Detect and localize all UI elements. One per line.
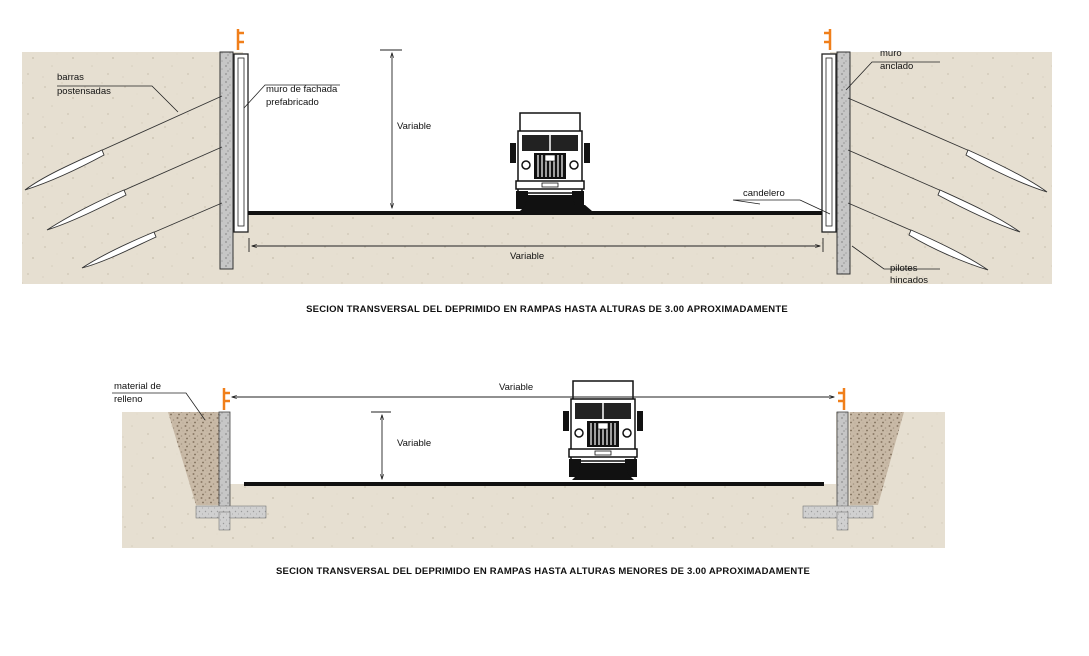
label-muro-fachada: muro de fachada xyxy=(266,84,338,95)
right-railing-bottom xyxy=(838,388,846,410)
left-railing-bottom xyxy=(222,388,230,410)
label-variable-height-bottom: Variable xyxy=(397,438,431,449)
label-muro: muro xyxy=(880,48,902,59)
label-material-de: material de xyxy=(114,381,161,392)
right-railing xyxy=(824,29,832,50)
left-anchored-wall xyxy=(219,51,234,270)
left-wall-bottom xyxy=(218,411,231,513)
leader-material xyxy=(112,392,206,421)
label-postensadas: postensadas xyxy=(57,86,111,97)
leader-lines-top xyxy=(57,61,940,270)
right-fill-material xyxy=(850,412,904,505)
right-anchor-bars xyxy=(847,97,1048,271)
section-top: Variable Variable barras postensadas mur… xyxy=(22,29,1052,315)
dimension-height-top xyxy=(380,49,402,208)
section-bottom: Variable Variable material de relleno SE… xyxy=(112,380,945,577)
road-slab-bottom xyxy=(244,482,824,486)
label-barras: barras xyxy=(57,72,84,83)
left-fill-material xyxy=(168,412,220,505)
caption-bottom: SECION TRANSVERSAL DEL DEPRIMIDO EN RAMP… xyxy=(276,566,810,577)
road-slab xyxy=(248,211,822,215)
label-pilotes: pilotes xyxy=(890,263,918,274)
dimension-height-bottom xyxy=(371,411,391,479)
label-hincados: hincados xyxy=(890,275,928,286)
excavation-void-bottom xyxy=(230,408,836,484)
label-relleno: relleno xyxy=(114,394,143,405)
left-railing xyxy=(236,29,244,50)
caption-top: SECION TRANSVERSAL DEL DEPRIMIDO EN RAMP… xyxy=(306,304,788,315)
right-anchored-wall xyxy=(836,51,851,275)
right-wall-bottom xyxy=(836,411,849,513)
label-variable-width-top: Variable xyxy=(510,251,544,262)
label-candelero: candelero xyxy=(743,188,785,199)
left-anchor-bars xyxy=(24,95,223,269)
label-variable-height-top: Variable xyxy=(397,121,431,132)
dimension-width-top xyxy=(248,238,824,252)
label-prefabricado: prefabricado xyxy=(266,97,319,108)
label-anclado: anclado xyxy=(880,61,913,72)
label-variable-width-bottom: Variable xyxy=(499,382,533,393)
left-footing xyxy=(195,505,267,519)
